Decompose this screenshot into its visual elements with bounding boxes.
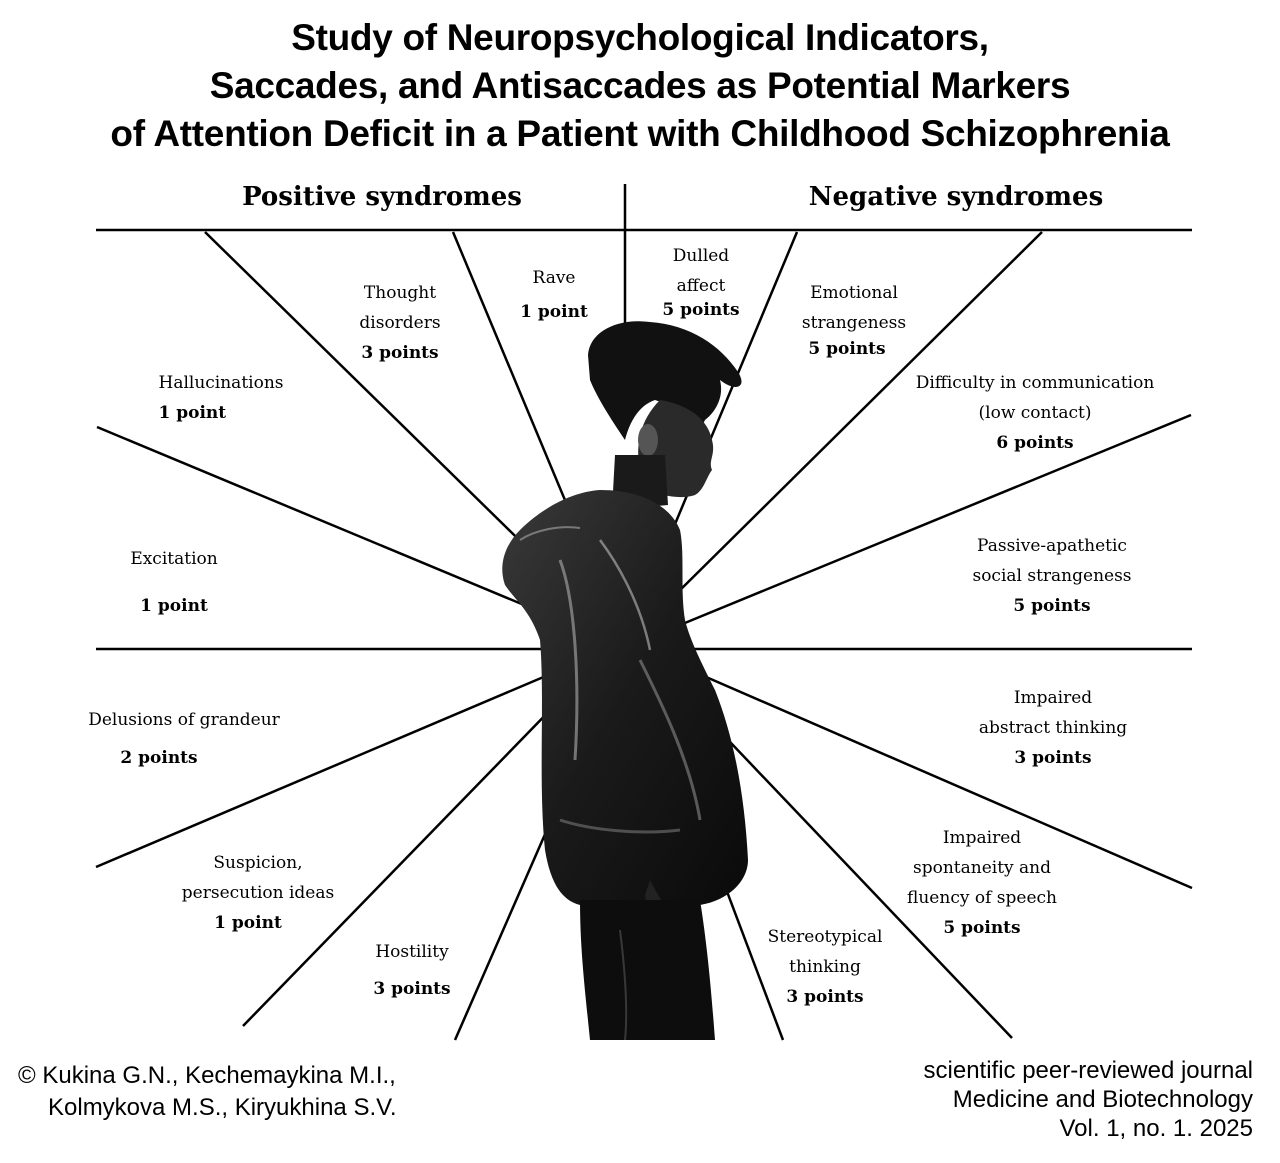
syndrome-label-dulled-affect: Dulled affect 5 points [662, 241, 739, 325]
syndrome-points: 3 points [1014, 748, 1092, 768]
syndrome-label-impaired-abstract-thinking: Impaired abstract thinking 3 points [979, 683, 1127, 773]
syndrome-name: disorders [359, 313, 441, 333]
syndrome-name: persecution ideas [181, 883, 335, 903]
syndrome-points: 3 points [361, 343, 439, 363]
syndrome-label-thought-disorders: Thought disorders 3 points [359, 278, 440, 368]
syndrome-name: Stereotypical [767, 927, 883, 947]
syndrome-name: Passive-apathetic [977, 536, 1127, 556]
syndrome-points: 6 points [996, 433, 1074, 453]
authors-line-1: © Kukina G.N., Kechemaykina M.I., [18, 1062, 396, 1089]
authors-line-2: Kolmykova M.S., Kiryukhina S.V. [48, 1094, 397, 1121]
authors-credit: © Kukina G.N., Kechemaykina M.I., Kolmyk… [18, 1060, 397, 1124]
syndrome-name: thinking [789, 957, 861, 977]
syndrome-name: Excitation [130, 549, 218, 569]
syndrome-points: 5 points [943, 918, 1021, 938]
syndrome-name: Dulled [672, 246, 730, 266]
syndrome-name: Delusions of grandeur [88, 710, 280, 730]
syndrome-label-excitation: Excitation 1 point [130, 544, 217, 621]
syndrome-name: Hostility [375, 942, 449, 962]
syndrome-label-stereotypical-thinking: Stereotypical thinking 3 points [768, 922, 883, 1012]
syndrome-label-delusions-of-grandeur: Delusions of grandeur 2 points [88, 705, 280, 773]
syndrome-name: Difficulty in communication [915, 373, 1155, 393]
syndrome-name: abstract thinking [978, 718, 1128, 738]
title-line-2: Saccades, and Antisaccades as Potential … [209, 65, 1071, 106]
syndrome-label-rave: Rave 1 point [520, 263, 588, 327]
syndrome-name: Rave [532, 268, 576, 288]
syndrome-name: Thought [363, 283, 437, 303]
syndrome-name: strangeness [801, 313, 907, 333]
syndrome-points: 5 points [1013, 596, 1091, 616]
journal-line-3: Vol. 1, no. 1. 2025 [1059, 1115, 1254, 1142]
page-title: Study of Neuropsychological Indicators, … [0, 14, 1280, 158]
syndrome-name: Emotional [810, 283, 898, 303]
syndrome-label-suspicion: Suspicion, persecution ideas 1 point [182, 848, 334, 938]
journal-credit: scientific peer-reviewed journal Medicin… [924, 1056, 1253, 1143]
journal-line-1: scientific peer-reviewed journal [923, 1057, 1253, 1084]
syndrome-name: social strangeness [972, 566, 1132, 586]
title-line-3: of Attention Deficit in a Patient with C… [110, 113, 1170, 154]
syndrome-points: 2 points [120, 748, 198, 768]
syndrome-label-difficulty-in-communication: Difficulty in communication (low contact… [916, 368, 1155, 458]
syndrome-label-hostility: Hostility 3 points [373, 937, 450, 1004]
syndrome-name: Impaired [942, 828, 1022, 848]
title-line-1: Study of Neuropsychological Indicators, [291, 17, 989, 58]
syndrome-points: 3 points [786, 987, 864, 1007]
syndrome-points: 5 points [662, 300, 740, 320]
syndrome-name: Suspicion, [213, 853, 303, 873]
syndrome-label-emotional-strangeness: Emotional strangeness 5 points [802, 278, 906, 364]
syndrome-name: Hallucinations [158, 373, 284, 393]
syndrome-points: 1 point [158, 403, 227, 423]
positive-syndromes-heading: Positive syndromes [242, 182, 522, 212]
syndrome-name: affect [676, 276, 726, 296]
syndrome-name: fluency of speech [907, 888, 1057, 908]
syndrome-points: 1 point [140, 596, 208, 616]
syndrome-name: spontaneity and [912, 858, 1051, 878]
journal-line-2: Medicine and Biotechnology [952, 1086, 1253, 1113]
syndrome-label-passive-apathetic: Passive-apathetic social strangeness 5 p… [972, 531, 1131, 621]
syndrome-points: 3 points [373, 979, 451, 999]
syndrome-points: 5 points [808, 339, 886, 359]
syndrome-label-hallucinations: Hallucinations 1 point [158, 368, 283, 428]
negative-syndromes-heading: Negative syndromes [808, 182, 1104, 212]
syndrome-name: Impaired [1013, 688, 1093, 708]
syndrome-name: (low contact) [978, 403, 1092, 423]
syndrome-points: 1 point [214, 913, 282, 933]
syndrome-label-impaired-spontaneity: Impaired spontaneity and fluency of spee… [907, 823, 1057, 943]
syndrome-points: 1 point [520, 302, 588, 322]
